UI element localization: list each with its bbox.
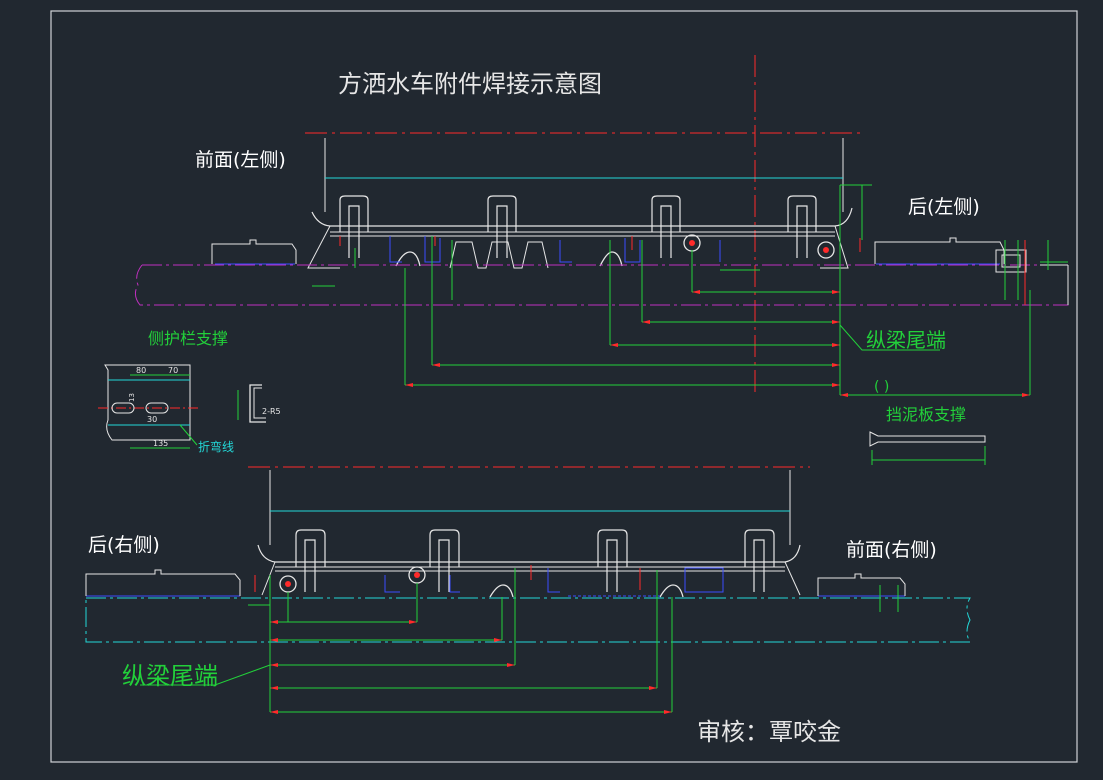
bottom-fitting-2 (408, 566, 426, 584)
front-bumper-bottom (817, 573, 906, 596)
label-beam-end-top: 纵梁尾端 (866, 328, 946, 352)
rear-hitch-block (995, 240, 1027, 300)
green-dimensions-top (312, 184, 1068, 396)
drawing-title: 方洒水车附件焊接示意图 (338, 70, 602, 98)
channel-profile (249, 384, 266, 423)
mudguard-support-detail (869, 431, 986, 465)
beam-end-leader-top (839, 324, 940, 351)
label-side-guard-support: 侧护栏支撑 (148, 329, 228, 348)
corrugated-crossmember (449, 241, 549, 269)
slot-hole-1 (111, 402, 135, 414)
blue-details-top (215, 236, 1000, 265)
subframe-rail (311, 207, 853, 227)
rear-bumper-bottom (85, 569, 241, 596)
dim-13: 13 (128, 393, 136, 402)
green-dimensions-bottom (248, 568, 899, 713)
omega-clip-1 (395, 251, 421, 267)
mudguard-bar (869, 431, 986, 447)
dim-70: 70 (168, 366, 178, 375)
rear-bumper-top (874, 237, 1005, 264)
red-arrows-bottom (270, 620, 672, 714)
dim-80: 80 (136, 366, 146, 375)
omega-clip-2 (599, 251, 623, 267)
label-mudguard-support: 挡泥板支撑 (886, 405, 966, 424)
label-mudguard-paren: ( ) (874, 379, 889, 395)
fitting-circle-2 (817, 241, 835, 259)
bottom-blue-details (86, 567, 905, 597)
drawing-frame (50, 10, 1078, 763)
fitting-circle-1 (683, 234, 701, 252)
reviewer-signature: 审核：覃咬金 (697, 718, 841, 746)
label-front-right: 前面(右侧) (846, 539, 937, 561)
label-bend-line: 折弯线 (198, 439, 234, 454)
dim-2r5: 2-R5 (262, 407, 281, 416)
dim-135: 135 (153, 439, 168, 448)
bottom-omega-clip-2 (659, 584, 684, 598)
side-guard-support-detail (98, 364, 266, 449)
channel-profile-inner (253, 387, 266, 419)
label-beam-end-bottom: 纵梁尾端 (122, 662, 218, 690)
red-ticks-top (339, 236, 1026, 305)
chassis-frame-top (134, 264, 1069, 306)
subframe-right-slope (820, 225, 849, 269)
top-assembly (134, 55, 1069, 397)
beam-end-leader-bottom (140, 664, 271, 686)
subframe-left-slope (307, 225, 340, 269)
dim-line-bend-leader (179, 424, 198, 446)
red-arrows-top (405, 290, 1030, 397)
slot-hole-2 (145, 402, 169, 414)
bottom-subframe-rail (257, 544, 801, 563)
label-front-left: 前面(左侧) (195, 149, 286, 171)
bottom-omega-clip-1 (489, 584, 514, 598)
label-rear-left: 后(左侧) (908, 196, 980, 218)
chassis-frame-bottom (85, 597, 971, 643)
label-rear-right: 后(右侧) (88, 534, 160, 556)
bottom-assembly (85, 466, 971, 714)
bottom-fitting-1 (279, 575, 297, 593)
u-brackets-top (339, 195, 817, 258)
dim-30: 30 (147, 415, 157, 424)
side-guard-plate (104, 364, 191, 441)
front-bumper-top (211, 239, 297, 264)
u-brackets-bottom (295, 529, 775, 592)
red-ticks-bottom (254, 565, 641, 592)
